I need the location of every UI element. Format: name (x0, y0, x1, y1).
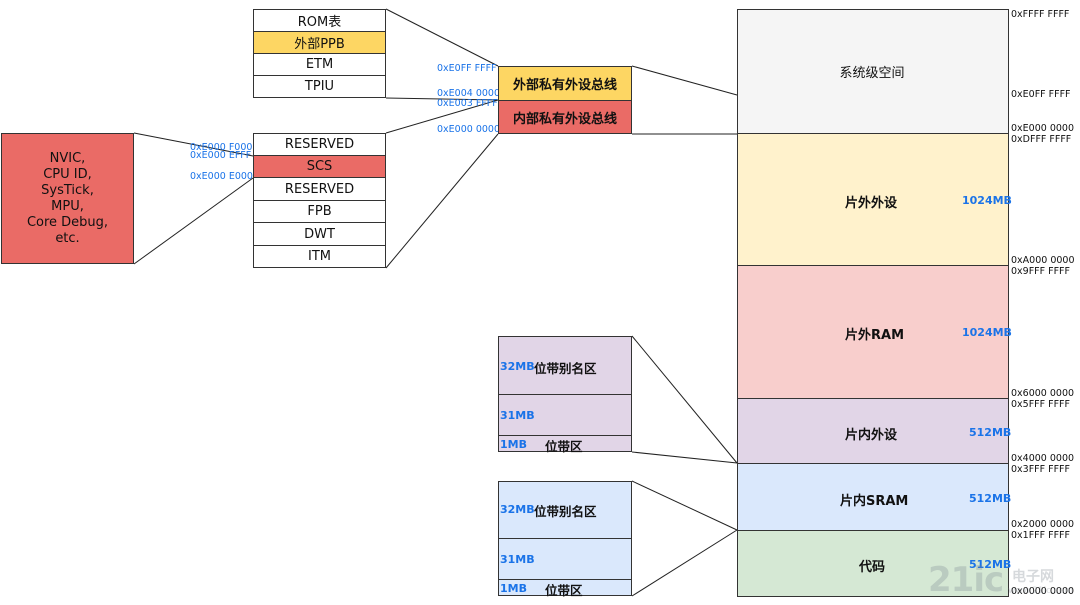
stack-item-scs: SCS (253, 155, 386, 178)
bitband-peripheral-mid (498, 394, 632, 436)
stack-item-tpiu: TPIU (253, 75, 386, 98)
connector-line (631, 65, 738, 96)
scs-detail-box: NVIC, CPU ID, SysTick, MPU, Core Debug, … (1, 133, 134, 264)
ppb-int-top-addr: 0xE003 FFFF (437, 98, 498, 109)
addr-00000000: 0x0000 0000 (1011, 586, 1075, 597)
region-system: 系统级空间 (737, 9, 1009, 134)
scs-detail-line: CPU ID, (43, 166, 92, 182)
stack-item-label: DWT (304, 226, 335, 242)
watermark-url: www.21ic.com (1008, 586, 1074, 596)
region-int-sram (737, 463, 1009, 531)
stack-item-label: RESERVED (284, 137, 355, 152)
scs-detail-line: MPU, (51, 198, 84, 214)
region-int-sram-size: 512MB (969, 492, 1012, 505)
stack-item-itm: ITM (253, 245, 386, 268)
addr-20000000: 0x2000 0000 (1011, 519, 1075, 530)
region-ext-peripheral-size: 1024MB (962, 194, 1012, 207)
region-ext-peripheral (737, 133, 1009, 266)
bitband-peripheral-mid-size: 31MB (500, 409, 535, 422)
stack-item-label: 外部PPB (294, 37, 345, 52)
addr-a0000000: 0xA000 0000 (1011, 255, 1075, 266)
ppb-int-bottom-addr: 0xE000 0000 (437, 124, 500, 135)
external-ppb-label: 外部私有外设总线 (512, 78, 617, 93)
stack-item-reserved-bottom: RESERVED (253, 177, 386, 201)
scs-addr-f000: 0xE000 F000 (190, 142, 253, 153)
connector-line (385, 8, 499, 67)
region-int-peripheral (737, 398, 1009, 464)
scs-addr-e000: 0xE000 E000 (190, 171, 253, 182)
connector-line (133, 177, 254, 265)
addr-ffffffff: 0xFFFF FFFF (1011, 9, 1070, 20)
region-code-name: 代码 (859, 560, 886, 575)
connector-line (631, 451, 738, 464)
scs-detail-line: SysTick, (41, 182, 94, 198)
bitband-peripheral-alias-label: 位带别名区 (534, 361, 597, 376)
scs-detail-line: NVIC, (49, 150, 86, 166)
internal-ppb-box: 内部私有外设总线 (498, 100, 632, 134)
watermark-logo: 21ic (928, 560, 1004, 600)
addr-e0000000: 0xE000 0000 (1011, 123, 1074, 134)
bitband-sram-band (498, 579, 632, 596)
stack-item-label: ETM (305, 57, 334, 72)
region-int-peripheral-size: 512MB (969, 426, 1012, 439)
bitband-peripheral-alias (498, 336, 632, 395)
connector-line (631, 480, 738, 531)
watermark-sub: 电子网 (1012, 569, 1054, 585)
scs-addr-efff: 0xE000 EFFF (190, 150, 252, 161)
connector-line (385, 133, 499, 269)
region-name: 系统级空间 (839, 66, 905, 81)
bitband-peripheral-alias-size: 32MB (500, 360, 535, 373)
bitband-peripheral-band (498, 435, 632, 452)
connector-line (631, 335, 738, 464)
internal-ppb-label: 内部私有外设总线 (512, 111, 617, 127)
addr-1fffffff: 0x1FFF FFFF (1011, 530, 1070, 541)
stack-item-label: SCS (306, 159, 333, 174)
connector-line (385, 99, 499, 134)
stack-item-dwt: DWT (253, 222, 386, 246)
region-code (737, 530, 1009, 597)
region-int-peripheral-name: 片内外设 (845, 428, 898, 443)
stack-item-reserved-top: RESERVED (253, 133, 386, 156)
region-ext-ram-name: 片外RAM (845, 328, 905, 343)
addr-e0ffffff: 0xE0FF FFFF (1011, 89, 1071, 100)
stack-item-rom-table: ROM表 (253, 9, 386, 32)
stack-item-fpb: FPB (253, 200, 386, 223)
stack-item-label: FPB (307, 204, 332, 219)
bitband-peripheral-band-label: 位带区 (545, 439, 583, 454)
addr-9fffffff: 0x9FFF FFFF (1011, 266, 1070, 277)
ppb-ext-top-addr: 0xE0FF FFFF (437, 63, 497, 74)
scs-detail-line: Core Debug, (26, 214, 109, 230)
stack-item-label: RESERVED (284, 181, 355, 197)
stack-item-label: ITM (308, 249, 331, 264)
region-code-size: 512MB (969, 558, 1012, 571)
addr-3fffffff: 0x3FFF FFFF (1011, 464, 1070, 475)
ppb-ext-bottom-addr: 0xE004 0000 (437, 88, 500, 99)
addr-5fffffff: 0x5FFF FFFF (1011, 399, 1070, 410)
bitband-sram-alias-size: 32MB (500, 503, 535, 516)
bitband-sram-mid-size: 31MB (500, 553, 535, 566)
scs-detail-line: etc. (55, 230, 80, 246)
addr-40000000: 0x4000 0000 (1011, 453, 1075, 464)
addr-60000000: 0x6000 0000 (1011, 388, 1075, 399)
region-ext-ram-size: 1024MB (962, 326, 1012, 339)
bitband-sram-alias-label: 位带别名区 (534, 504, 597, 519)
connector-line (631, 529, 738, 597)
bitband-peripheral-band-size: 1MB (500, 438, 527, 451)
region-ext-peripheral-name: 片外外设 (845, 196, 898, 211)
bitband-sram-alias (498, 481, 632, 539)
region-int-sram-name: 片内SRAM (840, 494, 909, 509)
addr-dfffffff: 0xDFFF FFFF (1011, 134, 1072, 145)
stack-item-external-ppb: 外部PPB (253, 31, 386, 54)
external-ppb-box: 外部私有外设总线 (498, 66, 632, 101)
connector-line (133, 132, 254, 157)
bitband-sram-band-size: 1MB (500, 582, 527, 595)
stack-item-label: TPIU (304, 79, 335, 94)
stack-item-etm: ETM (253, 53, 386, 76)
region-ext-ram (737, 265, 1009, 399)
bitband-sram-band-label: 位带区 (545, 583, 583, 598)
connector-line (385, 97, 499, 101)
stack-item-label: ROM表 (297, 15, 342, 30)
